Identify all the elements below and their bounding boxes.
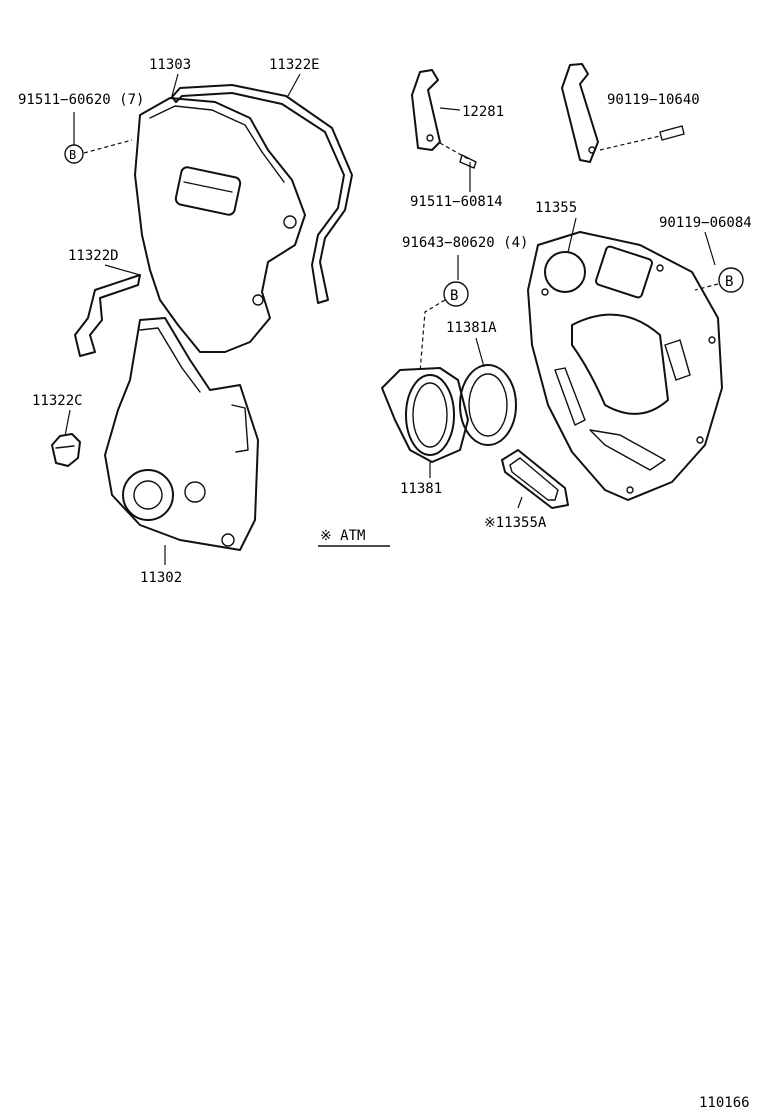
label-11355A: ※11355A [484, 515, 547, 531]
bracket-12281 [411, 69, 477, 169]
label-91511-60620: 91511−60620 (7) [18, 92, 144, 108]
lower-timing-cover-11302 [104, 317, 259, 551]
label-11322C: 11322C [32, 393, 83, 409]
label-11355: 11355 [535, 200, 577, 216]
grommet-11322C [51, 433, 81, 467]
cover-11355A [501, 449, 569, 509]
leader-lines [64, 73, 719, 565]
label-90119-06084: 90119−06084 [659, 215, 752, 231]
callout-b-right: B [718, 267, 744, 293]
callout-b-right-text: B [725, 274, 733, 290]
label-11322D: 11322D [68, 248, 119, 264]
label-91643-80620: 91643−80620 (4) [402, 235, 528, 251]
gasket-11322D [74, 274, 141, 357]
label-11302: 11302 [140, 570, 182, 586]
bracket-right [561, 63, 685, 163]
end-plate-11355 [527, 231, 723, 501]
label-11381A: 11381A [446, 320, 497, 336]
label-90119-10640: 90119−10640 [607, 92, 700, 108]
figure-id: 110166 [699, 1095, 750, 1111]
upper-timing-cover-11303 [134, 97, 306, 353]
callout-b-mid: B [443, 281, 469, 307]
label-11322E: 11322E [269, 57, 320, 73]
label-11381: 11381 [400, 481, 442, 497]
label-12281: 12281 [462, 104, 504, 120]
callout-b-mid-text: B [450, 288, 458, 304]
oil-seal-retainer-11381 [381, 367, 469, 463]
gasket-11322E [171, 84, 353, 304]
label-11303: 11303 [149, 57, 191, 73]
callout-b-left: B [64, 144, 84, 164]
atm-note: ※ ATM [320, 528, 365, 544]
label-91511-60814: 91511−60814 [410, 194, 503, 210]
oil-seal-11381A [459, 364, 517, 446]
callout-b-left-text: B [69, 148, 76, 162]
